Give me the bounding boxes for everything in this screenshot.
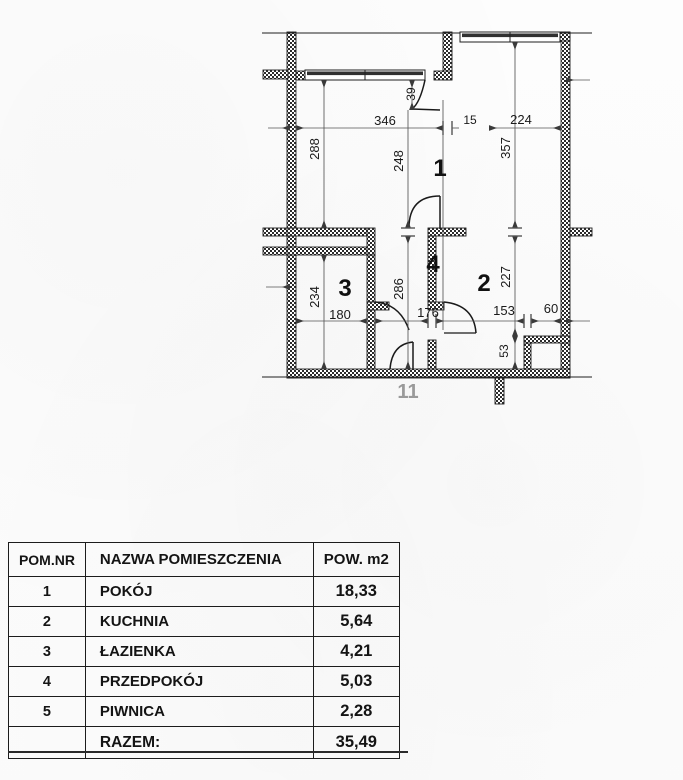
plan-note: 11 bbox=[397, 381, 418, 403]
header-area: POW. m2 bbox=[312, 542, 401, 577]
cell-name: PRZEDPOKÓJ bbox=[84, 666, 314, 697]
table-row: 3 ŁAZIENKA 4,21 bbox=[8, 636, 401, 667]
wall-mid-horizontal-left bbox=[286, 227, 368, 237]
wall-stub-lower-left bbox=[262, 246, 289, 256]
dim-286: 286 bbox=[391, 278, 406, 300]
table-row: 1 POKÓJ 18,33 bbox=[8, 576, 401, 607]
dim-357: 357 bbox=[498, 137, 513, 159]
cell-area: 5,03 bbox=[312, 666, 401, 697]
dimension-lines bbox=[266, 42, 590, 369]
cell-nr: 1 bbox=[8, 576, 86, 607]
wall-room1-top bbox=[295, 70, 306, 81]
door-room1 bbox=[408, 195, 441, 229]
cell-area: 18,33 bbox=[312, 576, 401, 607]
wall-ell-upper-center bbox=[433, 70, 453, 81]
dim-53: 53 bbox=[497, 344, 511, 358]
table-body: 1 POKÓJ 18,33 2 KUCHNIA 5,64 3 ŁAZIENKA … bbox=[8, 576, 401, 759]
cell-total-nr bbox=[8, 726, 86, 759]
wall-bath-right bbox=[366, 254, 376, 303]
dim-234: 234 bbox=[307, 286, 322, 308]
wall-outline-lines bbox=[262, 32, 592, 378]
wall-bath-right-lower bbox=[366, 309, 376, 370]
room-schedule-table: POM.NR NAZWA POMIESZCZENIA POW. m2 1 POK… bbox=[8, 542, 401, 759]
wall-kitchen-left-stub bbox=[427, 301, 445, 311]
cell-total-area: 35,49 bbox=[312, 726, 401, 759]
wall-kitchen-top bbox=[427, 227, 467, 237]
floor-plan-drawing: 346 15 224 180 176 153 60 288 248 357 39… bbox=[262, 31, 593, 405]
dim-346: 346 bbox=[374, 113, 396, 128]
dim-15: 15 bbox=[463, 113, 477, 127]
dim-248: 248 bbox=[391, 150, 406, 172]
window-kitchen bbox=[459, 31, 561, 43]
room-label-1: 1 bbox=[433, 155, 446, 182]
dimension-labels: 346 15 224 180 176 153 60 288 248 357 39… bbox=[307, 87, 558, 358]
table-total-row: RAZEM: 35,49 bbox=[8, 726, 401, 759]
cell-nr: 4 bbox=[8, 666, 86, 697]
wall-stub-right bbox=[569, 227, 593, 237]
room-label-4: 4 bbox=[426, 251, 440, 278]
cell-nr: 2 bbox=[8, 606, 86, 637]
cell-area: 4,21 bbox=[312, 636, 401, 667]
wall-shaft-top bbox=[523, 335, 571, 344]
cell-nr: 3 bbox=[8, 636, 86, 667]
cell-area: 2,28 bbox=[312, 696, 401, 727]
table-row: 2 KUCHNIA 5,64 bbox=[8, 606, 401, 637]
table-row: 5 PIWNICA 2,28 bbox=[8, 696, 401, 727]
cell-area: 5,64 bbox=[312, 606, 401, 637]
cell-name: ŁAZIENKA bbox=[84, 636, 314, 667]
room-label-2: 2 bbox=[477, 270, 490, 297]
dim-60: 60 bbox=[544, 301, 558, 316]
cell-name: PIWNICA bbox=[84, 696, 314, 727]
header-room-name: NAZWA POMIESZCZENIA bbox=[84, 542, 314, 577]
dim-227: 227 bbox=[498, 266, 513, 288]
dim-153: 153 bbox=[493, 303, 515, 318]
wall-mid-horizontal-left2 bbox=[286, 246, 368, 256]
dim-180: 180 bbox=[329, 307, 351, 322]
dim-176: 176 bbox=[417, 305, 439, 320]
wall-shaft-bottom-stub bbox=[494, 377, 505, 405]
header-pom-nr: POM.NR bbox=[8, 542, 86, 577]
cell-nr: 5 bbox=[8, 696, 86, 727]
wall-closet-right bbox=[366, 227, 376, 256]
room-label-3: 3 bbox=[338, 275, 351, 302]
dim-288: 288 bbox=[307, 138, 322, 160]
wall-bath-bottom-stub bbox=[366, 301, 390, 311]
table-bottom-rule bbox=[8, 751, 408, 753]
dim-39: 39 bbox=[404, 87, 418, 101]
room-number-labels: 1 2 3 4 bbox=[338, 155, 490, 302]
dim-224: 224 bbox=[510, 112, 532, 127]
cell-name: KUCHNIA bbox=[84, 606, 314, 637]
wall-stub-top-left bbox=[262, 69, 289, 80]
wall-group bbox=[262, 31, 593, 405]
door-kitchen bbox=[443, 301, 477, 334]
table-header: POM.NR NAZWA POMIESZCZENIA POW. m2 bbox=[8, 542, 401, 577]
wall-stub-mid-left bbox=[262, 227, 289, 237]
table-row: 4 PRZEDPOKÓJ 5,03 bbox=[8, 666, 401, 697]
table-header-row: POM.NR NAZWA POMIESZCZENIA POW. m2 bbox=[8, 542, 401, 577]
door-corridor-lower bbox=[389, 341, 414, 370]
cell-name: POKÓJ bbox=[84, 576, 314, 607]
wall-kitchen-left-lower bbox=[427, 339, 437, 370]
wall-exterior-right bbox=[560, 31, 571, 379]
window-room1 bbox=[304, 69, 426, 81]
window-group bbox=[304, 31, 561, 81]
cell-total-label: RAZEM: bbox=[84, 726, 314, 759]
wall-exterior-left bbox=[286, 31, 297, 379]
